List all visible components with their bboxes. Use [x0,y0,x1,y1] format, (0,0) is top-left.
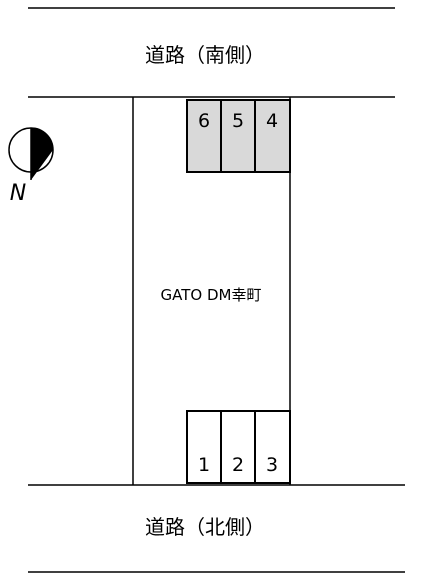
parking-slot-5-number: 5 [232,110,244,132]
parking-bottom-row: 1 2 3 [186,410,291,484]
parking-slot-4-number: 4 [266,110,278,132]
parking-slot-2 [220,410,256,484]
parking-slot-4 [254,99,291,173]
building-label: GATO DM幸町 [161,286,262,304]
south-road-label: 道路（南側） [145,43,265,67]
parking-slot-1 [186,410,222,484]
parking-slot-3-number: 3 [266,454,278,476]
parking-slot-1-number: 1 [198,454,210,476]
compass-north-label: N [10,181,26,206]
parking-slot-6-number: 6 [198,110,210,132]
north-road-label: 道路（北側） [145,515,265,539]
parking-slot-6 [186,99,222,173]
compass-icon: N [8,127,54,206]
parking-slot-3 [254,410,291,484]
parking-top-row: 6 5 4 [186,99,291,173]
parking-slot-2-number: 2 [232,454,244,476]
